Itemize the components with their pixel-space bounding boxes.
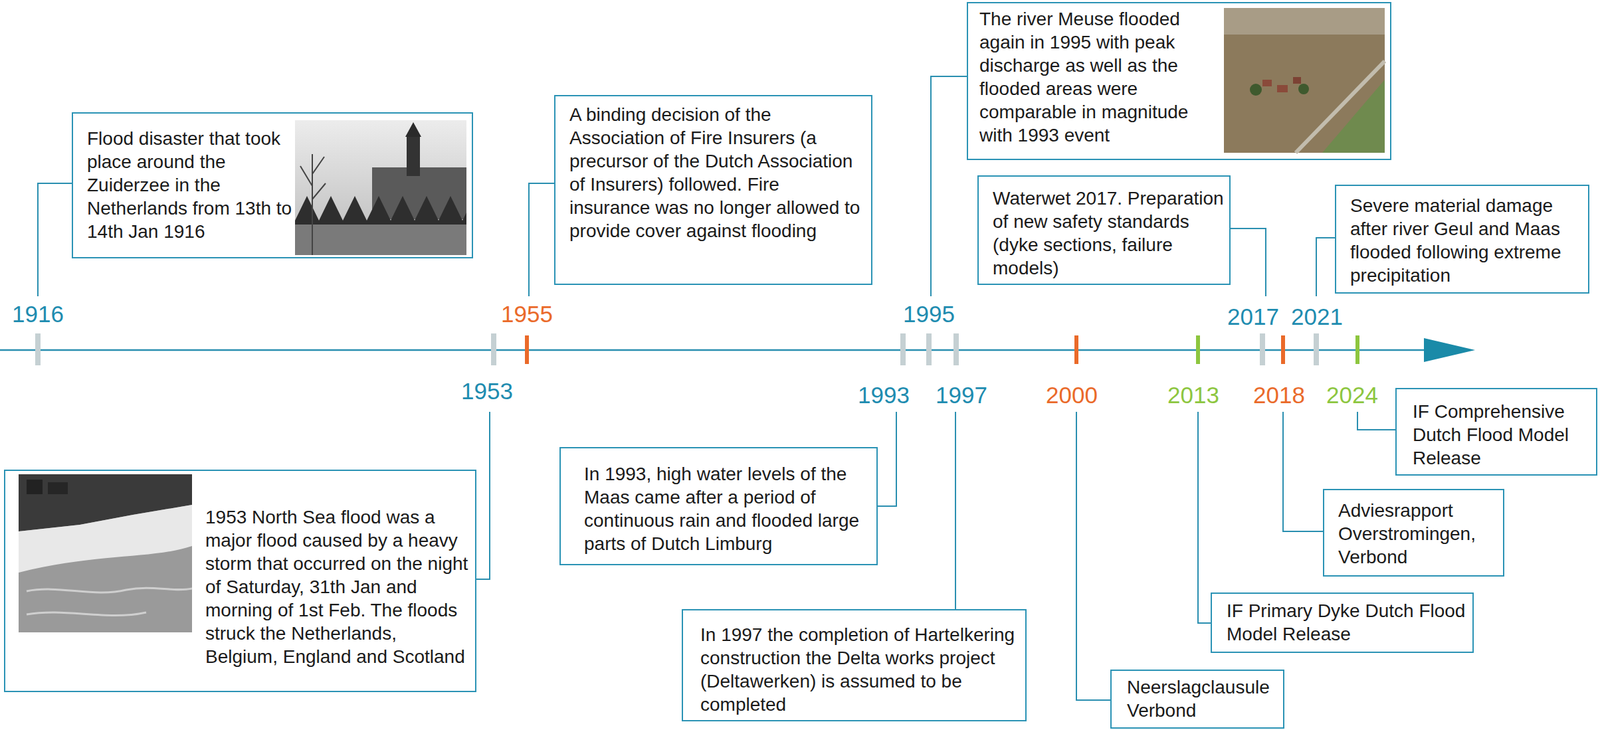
year-tick <box>926 333 932 366</box>
year-tick <box>35 333 41 366</box>
church-tower <box>406 136 420 177</box>
leader-line <box>877 411 897 507</box>
leader-line <box>528 183 555 297</box>
year-label: 2017 <box>1227 304 1280 329</box>
leader-line <box>1357 411 1396 430</box>
event-text: The river Meuse flooded again in 1995 wi… <box>979 7 1216 147</box>
year-label: 2000 <box>1045 383 1098 407</box>
year-tick <box>1074 335 1079 365</box>
year-tick <box>1313 333 1319 366</box>
year-label: 2018 <box>1253 383 1305 407</box>
flood-photo <box>1223 7 1385 153</box>
event-box: A binding decision of the Association of… <box>554 95 873 286</box>
year-label: 1916 <box>11 302 64 326</box>
house-roof <box>1293 77 1301 84</box>
year-label: 1997 <box>935 383 988 407</box>
dyke-road <box>1295 61 1385 153</box>
axis-arrowhead <box>1423 338 1476 363</box>
year-label: 1993 <box>857 383 910 407</box>
event-box: In 1993, high water levels of the Maas c… <box>559 447 878 566</box>
event-text: Severe material damage after river Geul … <box>1350 194 1583 288</box>
year-tick <box>1355 335 1360 365</box>
event-text: IF Primary Dyke Dutch Flood Model Releas… <box>1226 599 1466 646</box>
timeline-axis <box>0 349 1429 352</box>
leader-line <box>1283 411 1323 532</box>
leader-line <box>930 76 967 297</box>
house-roof <box>1262 79 1272 87</box>
year-label: 2024 <box>1326 383 1379 407</box>
leader-line <box>1198 411 1211 624</box>
year-tick <box>953 333 959 366</box>
event-text: IF Comprehensive Dutch Flood Model Relea… <box>1412 400 1591 470</box>
event-box: Flood disaster that took place around th… <box>71 112 474 259</box>
leader-line <box>1076 411 1111 701</box>
year-tick <box>524 335 529 365</box>
year-tick <box>900 333 906 366</box>
event-text: Flood disaster that took place around th… <box>87 126 298 244</box>
event-box: Waterwet 2017. Preparation of new safety… <box>977 175 1231 286</box>
event-text: 1953 North Sea flood was a major flood c… <box>205 505 472 669</box>
event-box: 1953 North Sea flood was a major flood c… <box>3 469 477 693</box>
event-text: Adviesrapport Overstromingen, Verbond <box>1338 499 1498 569</box>
tree <box>1298 83 1309 95</box>
event-text: Waterwet 2017. Preparation of new safety… <box>992 186 1224 280</box>
event-box: The river Meuse flooded again in 1995 wi… <box>966 1 1392 161</box>
house-roof <box>1277 85 1288 93</box>
water-ripples <box>26 588 193 616</box>
flood-photo <box>18 474 193 633</box>
leader-line <box>476 411 490 580</box>
event-text: In 1997 the completion of Hartelkering c… <box>700 623 1019 717</box>
year-label: 1995 <box>902 302 955 326</box>
event-box: In 1997 the completion of Hartelkering c… <box>681 609 1027 722</box>
year-label: 1955 <box>500 302 553 326</box>
event-box: Neerslagclausule Verbond <box>1110 669 1285 729</box>
year-tick <box>1196 335 1200 365</box>
event-text: A binding decision of the Association of… <box>569 102 865 243</box>
year-label: 2013 <box>1167 383 1220 407</box>
leader-line <box>954 411 957 610</box>
event-text: Neerslagclausule Verbond <box>1126 675 1278 723</box>
photo-haze <box>1223 7 1385 35</box>
year-label: 1953 <box>461 379 513 403</box>
event-box: IF Comprehensive Dutch Flood Model Relea… <box>1395 388 1598 476</box>
house-silhouette <box>26 479 43 495</box>
bare-tree <box>300 154 326 256</box>
leader-line <box>37 183 72 297</box>
flood-photo <box>295 120 467 256</box>
flood-water <box>295 224 467 256</box>
house-silhouette <box>47 482 68 495</box>
event-box: Severe material damage after river Geul … <box>1334 184 1590 294</box>
year-tick <box>1259 333 1266 366</box>
leader-line <box>1230 228 1266 297</box>
leader-line <box>1316 237 1335 297</box>
water-foam <box>18 504 193 573</box>
year-label: 2021 <box>1291 304 1343 329</box>
church-spire <box>405 122 422 137</box>
tree <box>1249 83 1262 96</box>
roof-frames <box>295 196 467 226</box>
event-box: IF Primary Dyke Dutch Flood Model Releas… <box>1210 592 1474 654</box>
event-box: Adviesrapport Overstromingen, Verbond <box>1322 489 1505 577</box>
year-tick <box>491 333 497 366</box>
year-tick <box>1281 335 1286 365</box>
event-text: In 1993, high water levels of the Maas c… <box>584 462 870 556</box>
